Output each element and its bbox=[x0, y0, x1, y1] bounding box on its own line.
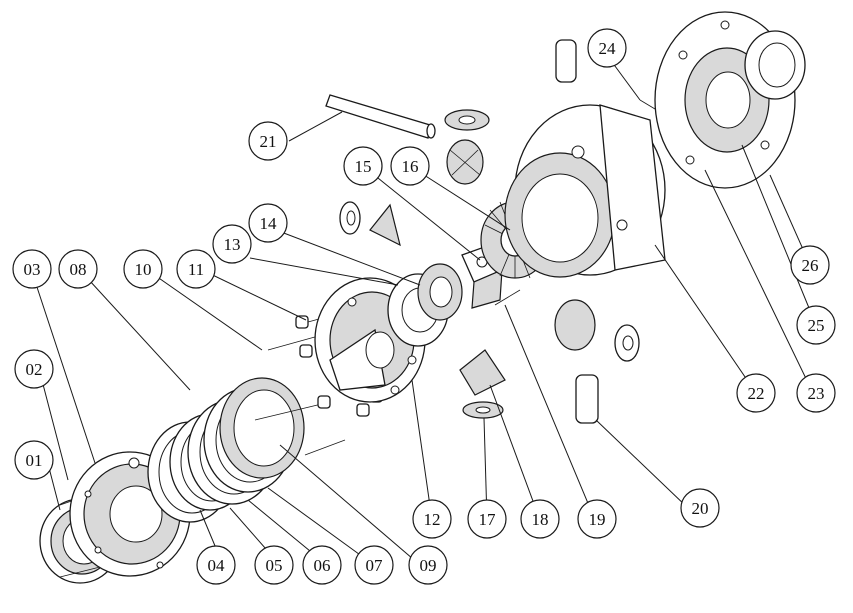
callout-23-label: 23 bbox=[808, 384, 825, 403]
callout-14: 14 bbox=[248, 203, 288, 243]
callout-21: 21 bbox=[248, 121, 288, 161]
part-21-shaft bbox=[325, 94, 436, 139]
callout-10-label: 10 bbox=[135, 260, 152, 279]
callout-04-label: 04 bbox=[208, 556, 226, 575]
callout-22: 22 bbox=[736, 373, 776, 413]
callout-20-label: 20 bbox=[692, 499, 709, 518]
callout-25: 25 bbox=[796, 305, 836, 345]
callout-02-label: 02 bbox=[26, 360, 43, 379]
callout-11: 11 bbox=[176, 249, 216, 289]
callout-09: 09 bbox=[408, 545, 448, 585]
callout-11-label: 11 bbox=[188, 260, 204, 279]
callout-26-label: 26 bbox=[802, 256, 819, 275]
callout-10: 10 bbox=[123, 249, 163, 289]
callout-15-label: 15 bbox=[355, 157, 372, 176]
callout-12: 12 bbox=[412, 499, 452, 539]
callout-01: 01 bbox=[14, 440, 54, 480]
callout-26: 26 bbox=[790, 245, 830, 285]
callout-15: 15 bbox=[343, 146, 383, 186]
callout-19: 19 bbox=[577, 499, 617, 539]
callout-08: 08 bbox=[58, 249, 98, 289]
callout-02: 02 bbox=[14, 349, 54, 389]
callout-24: 24 bbox=[587, 28, 627, 68]
part-24-pin bbox=[555, 39, 577, 83]
callout-17: 17 bbox=[467, 499, 507, 539]
callout-16-label: 16 bbox=[402, 157, 419, 176]
callout-24-label: 24 bbox=[599, 39, 617, 58]
part-15-cross-block bbox=[461, 244, 503, 309]
callout-01-label: 01 bbox=[26, 451, 43, 470]
callout-16: 16 bbox=[390, 146, 430, 186]
callout-08-label: 08 bbox=[70, 260, 87, 279]
callout-06: 06 bbox=[302, 545, 342, 585]
callout-22-label: 22 bbox=[748, 384, 765, 403]
part-lower-gears bbox=[459, 289, 640, 424]
callout-17-label: 17 bbox=[479, 510, 497, 529]
leader-lines bbox=[31, 61, 817, 566]
callout-23: 23 bbox=[796, 373, 836, 413]
callout-21-label: 21 bbox=[260, 132, 277, 151]
callout-20: 20 bbox=[680, 488, 720, 528]
callout-09-label: 09 bbox=[420, 556, 437, 575]
callout-05: 05 bbox=[254, 545, 294, 585]
part-upper-gears bbox=[339, 109, 490, 247]
callout-18: 18 bbox=[520, 499, 560, 539]
callout-13: 13 bbox=[212, 224, 252, 264]
callout-06-label: 06 bbox=[314, 556, 331, 575]
callout-04: 04 bbox=[196, 545, 236, 585]
callout-13-label: 13 bbox=[224, 235, 241, 254]
callout-12-label: 12 bbox=[424, 510, 441, 529]
callout-14-label: 14 bbox=[260, 214, 278, 233]
part-06-09-clutch-discs bbox=[187, 377, 305, 505]
callout-25-label: 25 bbox=[808, 316, 825, 335]
callout-07: 07 bbox=[354, 545, 394, 585]
callout-03-label: 03 bbox=[24, 260, 41, 279]
callout-19-label: 19 bbox=[589, 510, 606, 529]
callout-07-label: 07 bbox=[366, 556, 384, 575]
part-13-14-washers bbox=[387, 263, 463, 347]
callout-03: 03 bbox=[12, 249, 52, 289]
part-26-flange bbox=[654, 11, 806, 189]
callout-18-label: 18 bbox=[532, 510, 549, 529]
part-22-housing bbox=[504, 104, 666, 278]
callout-05-label: 05 bbox=[266, 556, 283, 575]
